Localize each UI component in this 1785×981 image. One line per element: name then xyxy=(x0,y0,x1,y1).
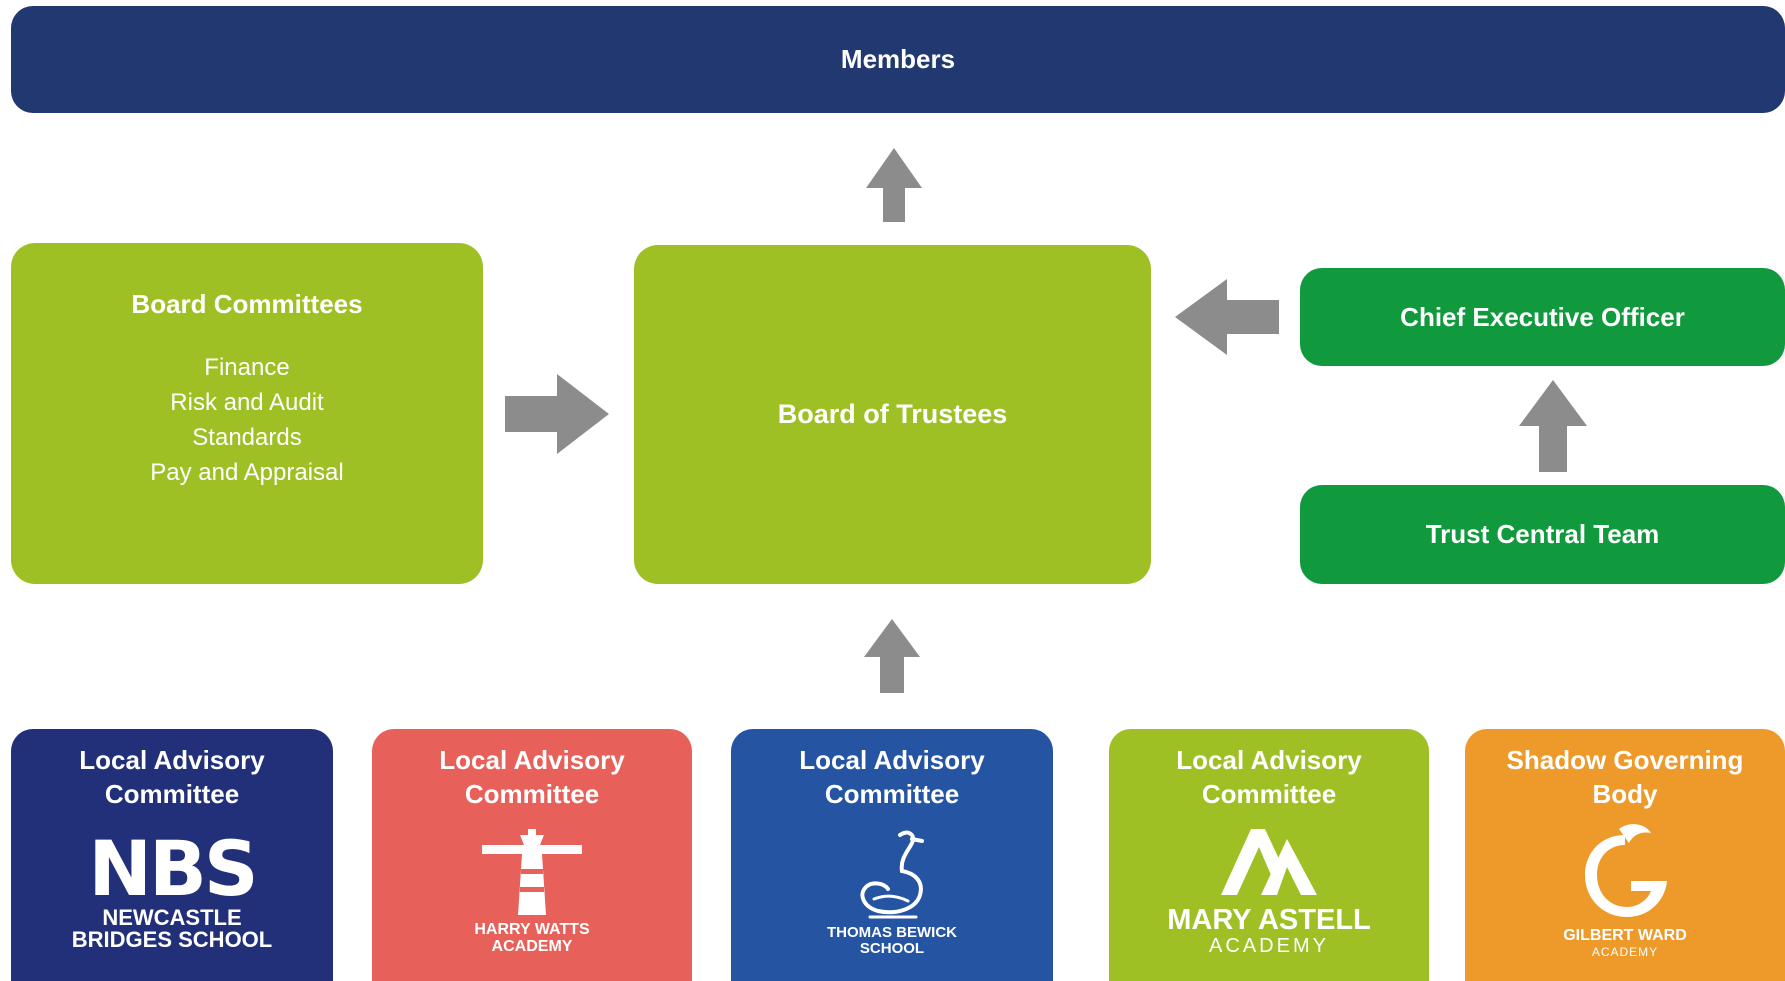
school-box-harry-watts: Local Advisory Committee HARRY WATTS ACA… xyxy=(372,729,692,981)
board-of-trustees-label: Board of Trustees xyxy=(777,399,1008,429)
school-logo-name: MARY ASTELL xyxy=(1167,904,1371,936)
swan-icon xyxy=(860,830,924,919)
committee-item: Standards xyxy=(192,424,302,451)
board-committees-box: Board Committees Finance Risk and Audit … xyxy=(11,243,483,584)
school-box-mary-astell: Local Advisory Committee MARY ASTELL ACA… xyxy=(1109,729,1429,981)
members-label: Members xyxy=(840,44,956,74)
lighthouse-icon xyxy=(482,829,582,915)
ceo-label: Chief Executive Officer xyxy=(1400,301,1685,332)
board-committees-title: Board Committees xyxy=(131,289,363,319)
committee-item: Pay and Appraisal xyxy=(150,459,344,486)
central-team-label: Trust Central Team xyxy=(1425,519,1660,549)
school-logo-name: GILBERT WARD xyxy=(1563,927,1687,944)
gilbert-ward-logo-icon xyxy=(1585,824,1667,917)
central-team-box: Trust Central Team xyxy=(1300,485,1785,584)
nbs-logo-icon: NBS NEWCASTLE BRIDGES SCHOOL xyxy=(71,824,273,952)
school-logo-name: HARRY WATTS ACADEMY xyxy=(474,921,590,955)
school-committee-title: Local Advisory Committee xyxy=(799,745,985,809)
school-box-gilbert-ward: Shadow Governing Body GILBERT WARD ACADE… xyxy=(1465,729,1785,981)
school-box-newcastle-bridges: Local Advisory Committee NBS NEWCASTLE B… xyxy=(11,729,333,981)
school-logo-name: THOMAS BEWICK SCHOOL xyxy=(827,924,957,957)
school-logo-sub: ACADEMY xyxy=(1209,935,1329,957)
school-logo-sub: ACADEMY xyxy=(1591,945,1659,959)
ma-monogram-icon xyxy=(1221,829,1317,895)
school-committee-title: Local Advisory Committee xyxy=(79,745,265,809)
committee-item: Finance xyxy=(204,354,290,381)
arrow-up-to-members-icon xyxy=(866,148,922,222)
arrow-left-to-board-icon xyxy=(1175,279,1279,355)
board-of-trustees-box: Board of Trustees xyxy=(634,245,1151,584)
school-governing-title: Shadow Governing Body xyxy=(1506,745,1744,809)
arrow-up-to-ceo-icon xyxy=(1519,380,1587,472)
members-box: Members xyxy=(11,6,1785,113)
school-committee-title: Local Advisory Committee xyxy=(439,745,625,809)
arrow-right-to-board-icon xyxy=(505,374,609,454)
school-committee-title: Local Advisory Committee xyxy=(1176,745,1362,809)
committee-item: Risk and Audit xyxy=(170,389,324,416)
arrow-up-from-schools-icon xyxy=(864,619,920,693)
ceo-box: Chief Executive Officer xyxy=(1300,268,1785,366)
school-box-thomas-bewick: Local Advisory Committee THOMAS BEWICK S… xyxy=(731,729,1053,981)
